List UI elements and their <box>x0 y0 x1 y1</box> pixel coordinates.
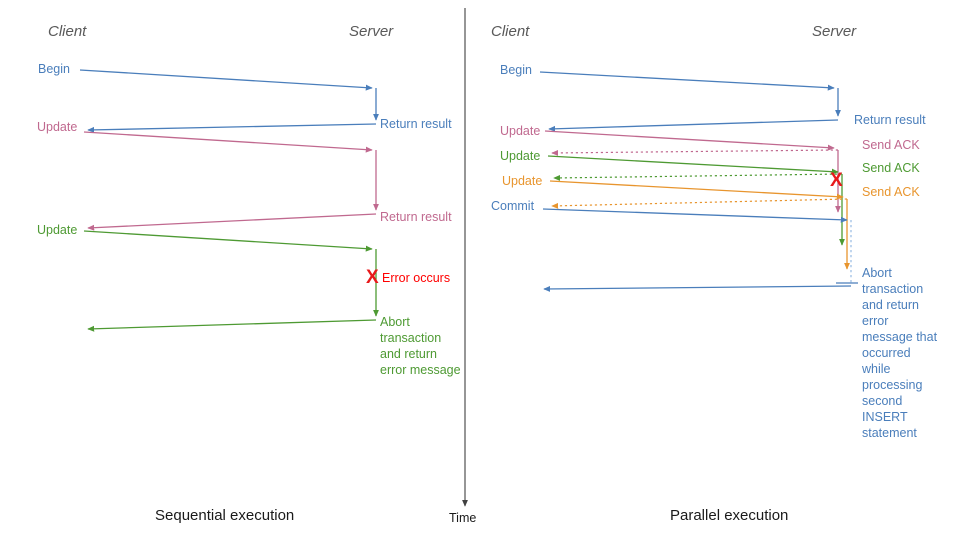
parallel-message-commit: Commit <box>491 199 535 213</box>
sequential-message-begin: Begin <box>38 62 70 76</box>
parallel-message-send-ack-3: Send ACK <box>862 185 920 199</box>
arrow-update-1 <box>83 131 373 153</box>
parallel-message-return-result: Return result <box>854 113 926 127</box>
time-axis-label: Time <box>449 511 477 525</box>
parallel-panel-arrows <box>539 71 858 292</box>
parallel-message-update-2: Update <box>500 149 541 163</box>
arrow-update-2 <box>83 230 373 252</box>
sequential-error-label: Error occurs <box>382 271 451 285</box>
arrow-send-ack-3 <box>551 198 848 209</box>
sequential-error-marker-icon: X <box>366 267 379 288</box>
arrow-commit <box>542 208 848 223</box>
arrow-abort-return <box>543 285 852 292</box>
parallel-client-actor-label: Client <box>491 23 530 40</box>
sequential-caption: Sequential execution <box>155 507 295 524</box>
sequential-server-actor-label: Server <box>349 23 394 40</box>
arrow-begin <box>539 71 835 91</box>
parallel-error-marker-icon: X <box>830 170 843 191</box>
parallel-message-send-ack-2: Send ACK <box>862 161 920 175</box>
arrow-update-3 <box>549 180 844 200</box>
parallel-message-update-3: Update <box>502 174 543 188</box>
arrow-send-ack-1 <box>551 149 839 156</box>
sequential-message-return-result-2: Return result <box>380 210 452 224</box>
arrow-return-result-2 <box>87 213 377 231</box>
arrow-send-ack-2 <box>553 173 843 181</box>
sequential-message-update-2: Update <box>37 223 78 237</box>
sequential-message-update-1: Update <box>37 120 78 134</box>
arrow-update-2 <box>547 155 839 175</box>
sequential-message-return-result-1: Return result <box>380 117 452 131</box>
parallel-message-update-1: Update <box>500 124 541 138</box>
arrow-return-result <box>548 119 839 132</box>
sequential-client-actor-label: Client <box>48 23 87 40</box>
parallel-message-send-ack-1: Send ACK <box>862 138 920 152</box>
parallel-message-abort: Abort transaction and return error messa… <box>862 266 938 440</box>
parallel-message-begin: Begin <box>500 63 532 77</box>
parallel-server-actor-label: Server <box>812 23 857 40</box>
sequential-panel-arrows <box>79 69 379 332</box>
arrow-begin <box>79 69 373 91</box>
arrow-abort-return <box>87 319 377 332</box>
arrow-return-result-1 <box>87 123 377 133</box>
parallel-caption: Parallel execution <box>670 507 789 524</box>
sequential-message-abort: Abort transaction and return error messa… <box>380 315 461 377</box>
arrow-update-1 <box>544 130 835 151</box>
